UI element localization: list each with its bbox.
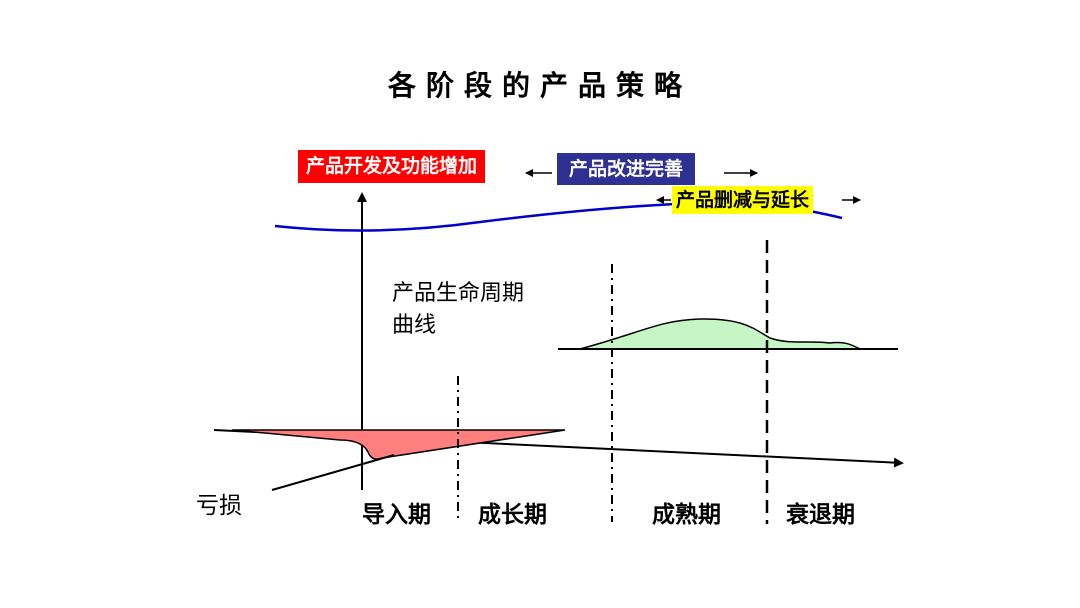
lifecycle-curve-label-line2: 曲线 [392, 313, 437, 338]
loss-label: 亏损 [196, 493, 242, 519]
profit-area [579, 318, 861, 350]
development-strategy-box: 产品开发及功能增加 [298, 150, 486, 183]
stage-introduction-label: 导入期 [362, 502, 431, 528]
page-title: 各阶段的产品策略 [387, 69, 692, 102]
improvement-strategy-box: 产品改进完善 [557, 153, 696, 185]
loss-pointer [271, 454, 395, 491]
stage-maturity-label: 成熟期 [652, 502, 721, 528]
reduction-strategy-box: 产品删减与延长 [672, 186, 814, 214]
lifecycle-curve-label-line1: 产品生命周期 [392, 281, 525, 306]
lifecycle-curve-label: 产品生命周期 曲线 [392, 278, 524, 342]
stage-decline-label: 衰退期 [786, 502, 855, 528]
stage-growth-label: 成长期 [478, 502, 547, 528]
